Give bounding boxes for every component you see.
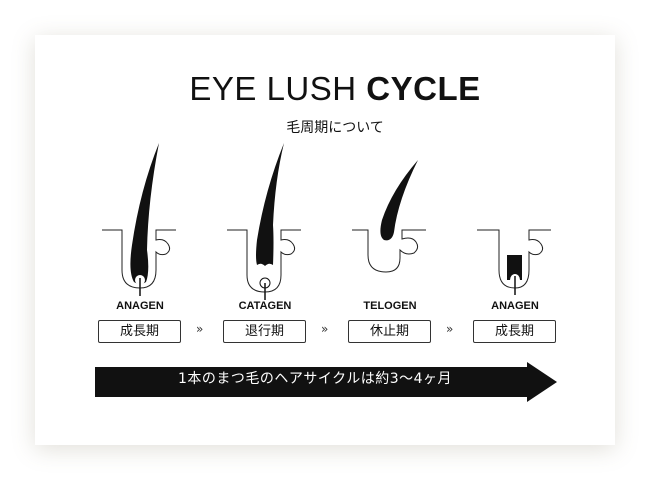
stage-anagen: ANAGEN 成長期 [90,140,190,343]
banner-arrow-icon [95,362,557,402]
stage-name: TELOGEN [363,300,417,312]
separator-icon: » [196,322,204,336]
stage-catagen: CATAGEN 退行期 [215,140,315,343]
hair-anagen-new-illustration [477,229,551,295]
stage-name: ANAGEN [116,300,164,312]
banner-text: 1本のまつ毛のヘアサイクルは約3〜4ヶ月 [177,371,453,387]
stage-anagen-new: ANAGEN 成長期 [465,140,565,343]
hair-catagen-illustration [227,143,301,300]
stage-label-box: 休止期 [348,320,431,343]
page-title: EYE LUSH CYCLE [189,70,481,107]
stage-label-box: 成長期 [98,320,181,343]
stage-name: CATAGEN [238,300,292,312]
hair-anagen-illustration [102,143,176,296]
stage-label-box: 成長期 [473,320,556,343]
subtitle: 毛周期について [286,120,384,136]
separator-icon: » [446,322,454,336]
stage-label-box: 退行期 [223,320,306,343]
stage-telogen: TELOGEN 休止期 [340,140,440,343]
hair-telogen-illustration [352,160,426,273]
separator-icon: » [321,322,329,336]
stage-name: ANAGEN [491,300,539,312]
